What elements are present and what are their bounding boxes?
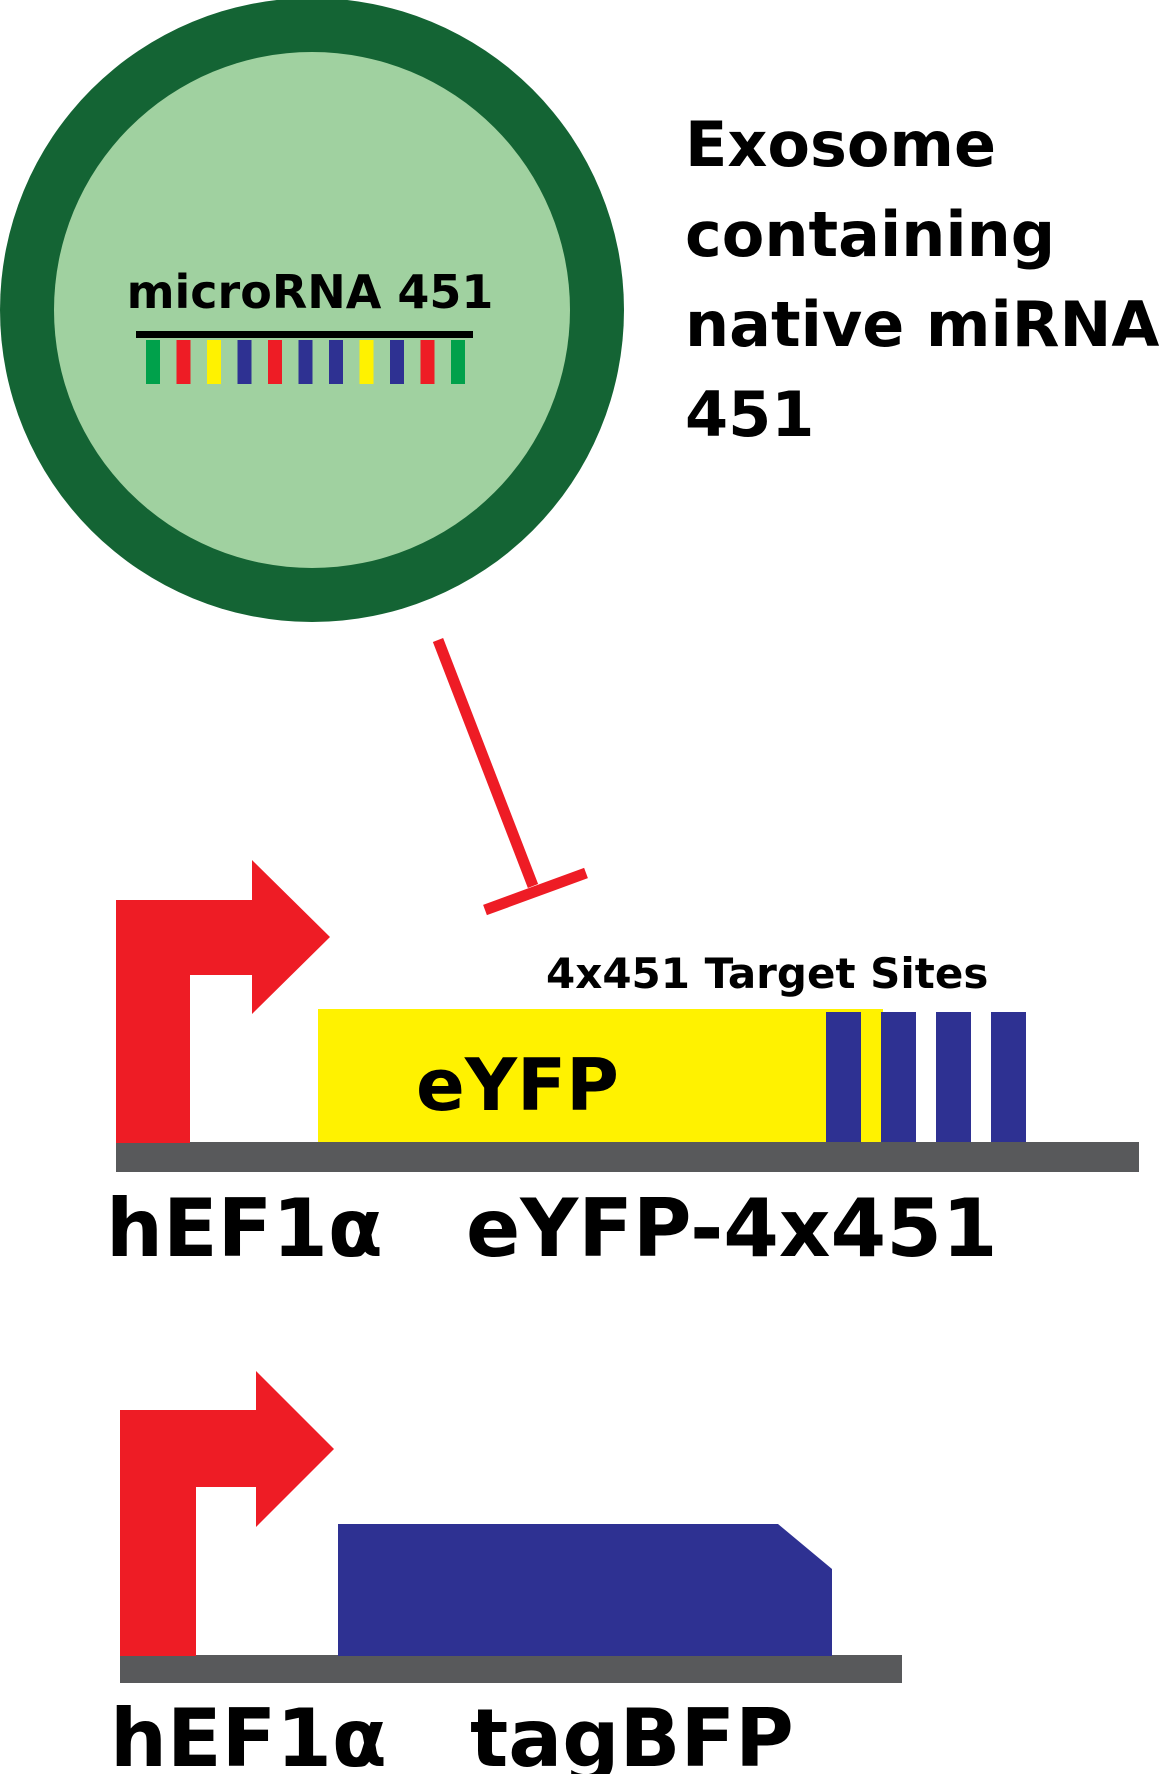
microrna-base [268, 340, 282, 384]
backbone-1 [116, 1142, 1139, 1172]
target-sites [826, 1012, 1026, 1142]
target-sites-label: 4x451 Target Sites [546, 949, 988, 998]
microrna-base [420, 340, 435, 384]
target-site [991, 1012, 1026, 1142]
promoter-arrow-2 [120, 1371, 334, 1656]
microrna-base [176, 340, 191, 384]
construct-label-2: tagBFP [470, 1692, 794, 1774]
microrna-base [237, 340, 252, 384]
eyfp-gene [318, 1009, 883, 1142]
exosome-lumen [54, 52, 570, 568]
exosome-title-line: native miRNA [685, 288, 1160, 361]
tagbfp-gene [338, 1524, 832, 1656]
promoter-label-1: hEF1α [106, 1182, 383, 1275]
target-site [936, 1012, 971, 1142]
microrna-strand [136, 331, 473, 338]
microrna-base [207, 340, 221, 384]
construct-tagbfp: hEF1α tagBFP [110, 1371, 902, 1774]
promoter-label-2: hEF1α [110, 1692, 387, 1774]
inhibition-bar [483, 867, 588, 916]
microrna-base [146, 340, 160, 384]
exosome-title-line: containing [685, 198, 1056, 271]
inhibition-arrow [432, 638, 588, 916]
construct-eyfp-4x451: 4x451 Target Sites eYFP hEF1α eYFP-4x451 [106, 860, 1139, 1275]
microrna-base [298, 340, 313, 384]
exosome-title-line: 451 [685, 378, 815, 451]
microrna-base [359, 340, 374, 384]
target-site [826, 1012, 861, 1142]
microrna-base [451, 340, 465, 384]
promoter-arrow-1 [116, 860, 330, 1143]
construct-label-1: eYFP-4x451 [466, 1182, 998, 1275]
microrna-base [390, 340, 404, 384]
exosome-title: Exosome containing native miRNA 451 [685, 100, 1165, 460]
eyfp-label: eYFP [416, 1043, 619, 1127]
target-site [881, 1012, 916, 1142]
backbone-2 [120, 1655, 902, 1683]
microrna-bases [146, 340, 465, 384]
exosome-title-line: Exosome [685, 108, 997, 181]
microrna-base [329, 340, 343, 384]
inhibition-line [432, 638, 539, 888]
exosome: microRNA 451 [0, 0, 624, 622]
microrna-label: microRNA 451 [127, 265, 494, 319]
